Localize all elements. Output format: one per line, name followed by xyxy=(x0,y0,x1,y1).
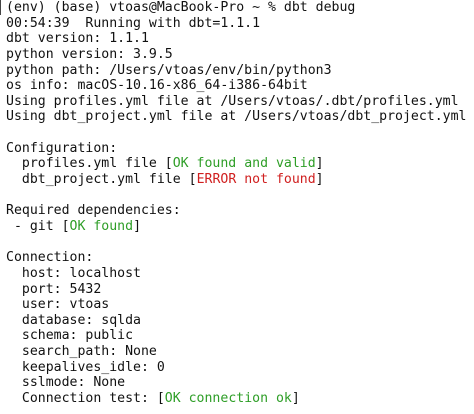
keepalives-idle-line: keepalives_idle: 0 xyxy=(6,359,165,375)
profiles-using-line: Using profiles.yml file at /Users/vtoas/… xyxy=(6,93,459,109)
prompt-line: (env) (base) vtoas@MacBook-Pro ~ % dbt d… xyxy=(6,0,356,15)
sslmode-line: sslmode: None xyxy=(6,375,126,391)
blank-line xyxy=(6,125,474,141)
blank-line xyxy=(6,235,474,251)
configuration-header: Configuration: xyxy=(6,140,118,156)
git-check-end: ] xyxy=(133,218,142,234)
connection-test-status: OK connection ok xyxy=(164,391,292,407)
deps-header: Required dependencies: xyxy=(6,203,181,219)
profiles-check-status: OK found and valid xyxy=(172,156,316,172)
project-using-line: Using dbt_project.yml file at /Users/vto… xyxy=(6,109,467,125)
user-line: user: vtoas xyxy=(6,297,110,313)
connection-test-end: ] xyxy=(291,391,300,407)
git-check-status: OK found xyxy=(69,218,134,234)
git-check-line: - git [OK found] xyxy=(6,219,474,235)
project-check-end: ] xyxy=(315,172,324,188)
window-edge xyxy=(0,0,4,15)
port-line: port: 5432 xyxy=(6,281,102,297)
connection-test-label: Connection test: [ xyxy=(6,391,165,407)
profiles-check-end: ] xyxy=(315,156,324,172)
git-check-label: - git [ xyxy=(6,218,70,234)
project-check-status: ERROR not found xyxy=(196,172,316,188)
connection-header: Connection: xyxy=(6,250,94,266)
project-check-line: dbt_project.yml file [ERROR not found] xyxy=(6,172,474,188)
python-path-line: python path: /Users/vtoas/env/bin/python… xyxy=(6,62,332,78)
database-line: database: sqlda xyxy=(6,312,141,328)
project-check-label: dbt_project.yml file [ xyxy=(6,172,197,188)
search-path-line: search_path: None xyxy=(6,344,157,360)
profiles-check-label: profiles.yml file [ xyxy=(6,156,173,172)
python-version-line: python version: 3.9.5 xyxy=(6,46,173,62)
os-info-line: os info: macOS-10.16-x86_64-i386-64bit xyxy=(6,78,308,94)
connection-test-line: Connection test: [OK connection ok] xyxy=(6,391,474,407)
dbt-version-line: dbt version: 1.1.1 xyxy=(6,31,149,47)
schema-line: schema: public xyxy=(6,328,134,344)
host-line: host: localhost xyxy=(6,265,141,281)
blank-line xyxy=(6,188,474,204)
running-line: 00:54:39 Running with dbt=1.1.1 xyxy=(6,15,261,31)
profiles-check-line: profiles.yml file [OK found and valid] xyxy=(6,156,474,172)
